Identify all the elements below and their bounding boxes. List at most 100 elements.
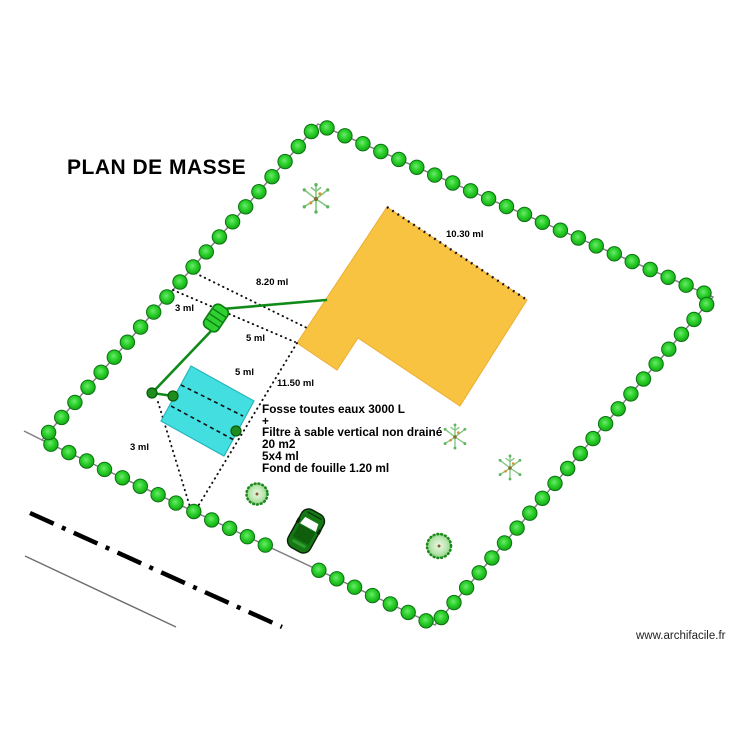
hedge-tree-icon[interactable] — [534, 490, 551, 506]
hedge-tree-icon[interactable] — [224, 214, 241, 230]
hedge-tree-icon[interactable] — [623, 386, 639, 402]
hedge-tree-icon[interactable] — [648, 356, 664, 372]
hedge-tree-icon[interactable] — [238, 199, 254, 215]
hedge-tree-icon[interactable] — [373, 143, 389, 160]
measurement-label-5-lower[interactable]: 5 ml — [235, 367, 255, 378]
hedge-tree-icon[interactable] — [484, 550, 500, 566]
hedge-tree-icon[interactable] — [382, 596, 398, 612]
hedge-tree-icon[interactable] — [610, 401, 626, 417]
hedge-tree-icon[interactable] — [251, 184, 267, 200]
hedge-tree-icon[interactable] — [303, 123, 320, 140]
hedge-tree-icon[interactable] — [346, 579, 363, 595]
hedge-tree-icon[interactable] — [186, 503, 202, 520]
ground-plant[interactable] — [443, 422, 467, 451]
hedge-tree-icon[interactable] — [635, 371, 652, 387]
hedge-tree-icon[interactable] — [93, 364, 109, 380]
hedge-tree-icon[interactable] — [624, 253, 640, 270]
hedge-tree-icon[interactable] — [79, 453, 95, 469]
hedge-tree-icon[interactable] — [311, 562, 327, 578]
hedge-tree-icon[interactable] — [106, 349, 123, 365]
hedge-tree-icon[interactable] — [409, 159, 425, 176]
sand-filter-bed[interactable] — [160, 365, 255, 457]
pipe-node-2[interactable] — [167, 390, 179, 402]
hedge-tree-icon[interactable] — [277, 153, 293, 170]
measurement-label-3-top[interactable]: 3 ml — [175, 303, 195, 314]
hedge-tree-icon[interactable] — [462, 183, 479, 199]
hedge-tree-icon[interactable] — [588, 238, 604, 254]
hedge-tree-icon[interactable] — [211, 229, 228, 245]
hedge-tree-icon[interactable] — [660, 269, 676, 285]
house-footprint[interactable] — [296, 206, 528, 407]
hedge-tree-icon[interactable] — [221, 520, 238, 536]
hedge-tree-icon[interactable] — [257, 537, 273, 553]
hedge-tree-icon[interactable] — [329, 571, 345, 587]
hedge-tree-icon[interactable] — [480, 191, 497, 207]
hedge-tree-icon[interactable] — [572, 445, 588, 462]
hedge-tree-icon[interactable] — [364, 587, 381, 604]
hedge-tree-icon[interactable] — [534, 214, 551, 231]
hedge-tree-icon[interactable] — [146, 304, 162, 320]
hedge-tree-icon[interactable] — [80, 379, 96, 395]
hedge-tree-icon[interactable] — [427, 167, 443, 183]
ground-plant[interactable] — [301, 182, 331, 215]
measurement-label-roof[interactable]: 10.30 ml — [446, 229, 484, 240]
hedge-tree-icon[interactable] — [699, 296, 715, 313]
measurement-label-11-50[interactable]: 11.50 ml — [277, 378, 314, 389]
hedge-tree-icon[interactable] — [445, 175, 461, 191]
hedge-tree-icon[interactable] — [552, 222, 569, 238]
pipe-house-to-fosse[interactable] — [220, 298, 328, 311]
hedge-tree-icon[interactable] — [391, 151, 407, 168]
septic-tank[interactable] — [201, 302, 230, 334]
hedge-tree-icon[interactable] — [498, 198, 515, 215]
hedge-tree-icon[interactable] — [67, 394, 83, 411]
hedge-tree-icon[interactable] — [418, 613, 434, 629]
hedge-tree-icon[interactable] — [355, 136, 371, 152]
measurement-label-3-bottom[interactable]: 3 ml — [130, 442, 150, 453]
hedge-tree-icon[interactable] — [606, 246, 622, 262]
hedge-tree-icon[interactable] — [204, 512, 220, 528]
hedge-tree-icon[interactable] — [132, 478, 149, 494]
hedge-tree-icon[interactable] — [239, 529, 256, 545]
hedge-tree-icon[interactable] — [446, 594, 462, 611]
hedge-tree-icon[interactable] — [678, 277, 694, 293]
hedge-tree-icon[interactable] — [198, 244, 215, 260]
hedge-tree-icon[interactable] — [458, 580, 475, 596]
hedge-tree-icon[interactable] — [471, 565, 487, 581]
hedge-trees[interactable] — [40, 120, 715, 629]
hedge-tree-icon[interactable] — [290, 138, 306, 155]
hedge-tree-icon[interactable] — [400, 604, 416, 621]
annotation-block[interactable]: Fosse toutes eaux 3000 L + Filtre à sabl… — [262, 403, 442, 474]
hedge-tree-icon[interactable] — [172, 274, 188, 290]
page-title[interactable]: PLAN DE MASSE — [67, 156, 247, 179]
measurement-label-5-upper[interactable]: 5 ml — [246, 333, 266, 344]
hedge-tree-icon[interactable] — [40, 424, 57, 441]
pipe-fosse-to-node[interactable] — [150, 327, 215, 395]
hedge-tree-icon[interactable] — [319, 120, 335, 136]
hedge-tree-icon[interactable] — [673, 326, 690, 342]
hedge-tree-icon[interactable] — [54, 409, 70, 426]
hedge-tree-icon[interactable] — [337, 128, 353, 144]
hedge-tree-icon[interactable] — [114, 470, 131, 486]
hedge-tree-icon[interactable] — [159, 289, 175, 305]
hedge-tree-icon[interactable] — [661, 341, 677, 357]
hedge-tree-icon[interactable] — [150, 487, 166, 503]
hedge-tree-icon[interactable] — [522, 505, 538, 521]
measurement-label-8-20[interactable]: 8.20 ml — [256, 277, 289, 288]
hedge-tree-icon[interactable] — [585, 430, 601, 447]
pipe-node-3[interactable] — [230, 425, 242, 437]
hedge-tree-icon[interactable] — [119, 334, 136, 350]
hedge-tree-icon[interactable] — [168, 495, 184, 511]
hedge-tree-icon[interactable] — [686, 311, 702, 328]
ground-plant[interactable] — [498, 453, 522, 482]
hedge-tree-icon[interactable] — [61, 444, 77, 461]
pipe-nodes[interactable] — [146, 387, 242, 437]
hedge-tree-icon[interactable] — [642, 261, 658, 278]
hedge-tree-icon[interactable] — [509, 520, 525, 536]
hedge-tree-icon[interactable] — [570, 230, 586, 246]
car-top-view[interactable] — [284, 506, 328, 557]
round-bushes[interactable] — [245, 482, 453, 560]
hedge-tree-icon[interactable] — [264, 169, 280, 185]
hedge-tree-icon[interactable] — [132, 319, 149, 335]
hedge-tree-icon[interactable] — [433, 609, 449, 626]
hedge-tree-icon[interactable] — [560, 460, 576, 477]
